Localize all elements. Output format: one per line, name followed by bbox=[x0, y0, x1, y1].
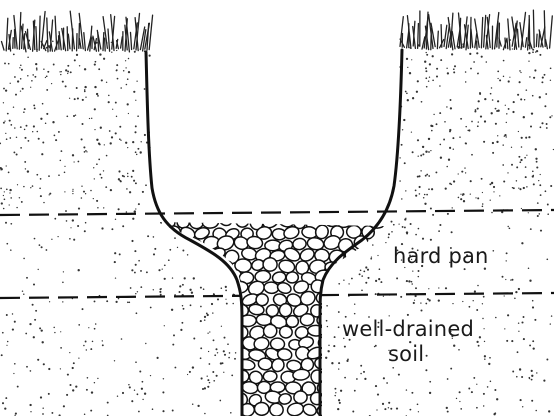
gravel-fill bbox=[150, 213, 390, 416]
grass-right bbox=[400, 10, 552, 50]
well-drained-label-line2: soil bbox=[388, 342, 424, 366]
hard-pan-top-boundary bbox=[0, 210, 554, 215]
hard-pan-label: hard pan bbox=[393, 244, 489, 268]
well-drained-label-line1: well-drained bbox=[342, 317, 474, 341]
grass-left bbox=[2, 11, 153, 52]
